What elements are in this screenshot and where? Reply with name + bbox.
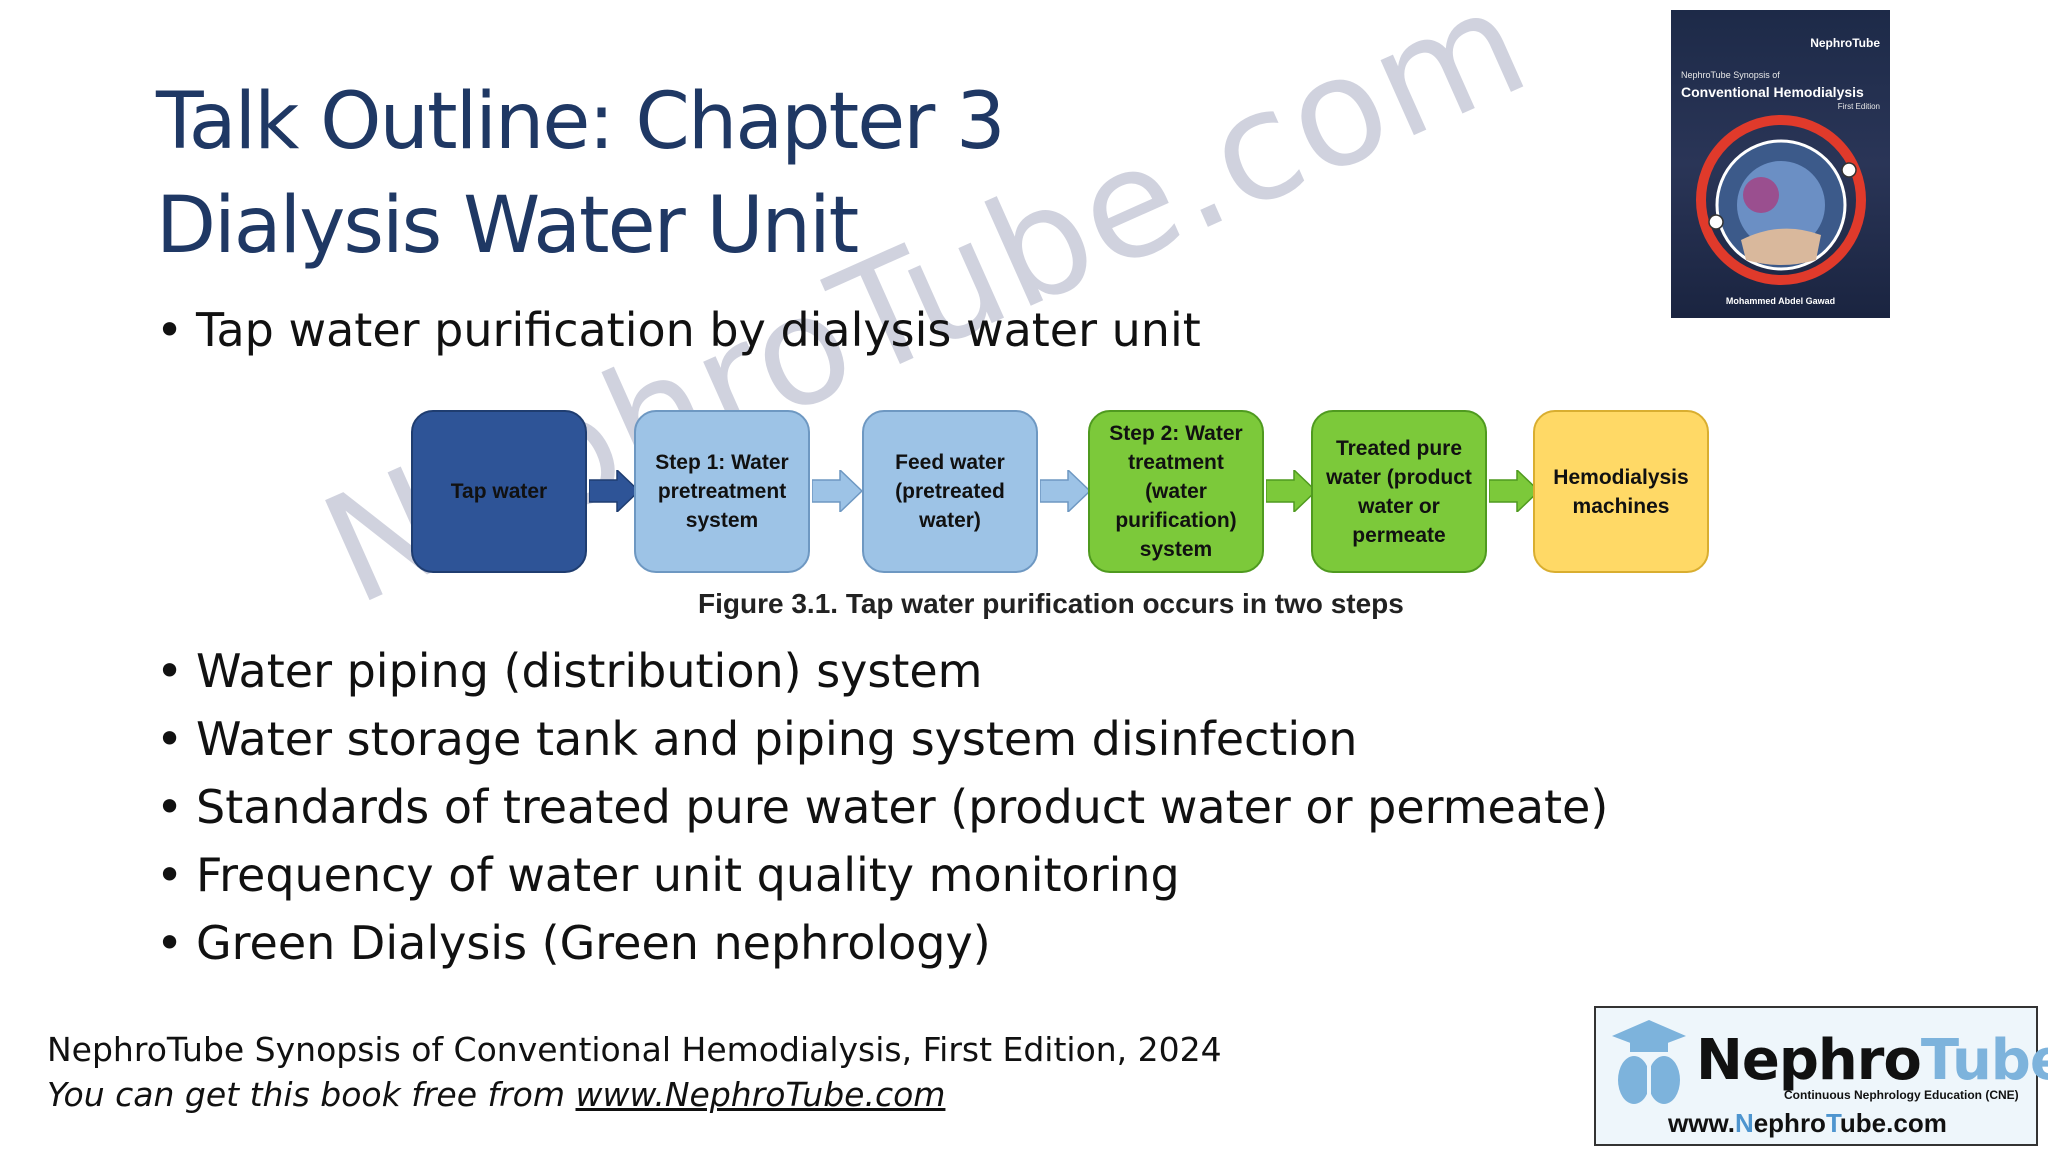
bullet-item: •Water piping (distribution) system — [156, 644, 983, 698]
bullet-text: Water storage tank and piping system dis… — [196, 712, 1358, 766]
flow-box-tap-water: Tap water — [411, 410, 587, 573]
cover-illustration-icon — [1696, 115, 1866, 285]
cover-series: NephroTube Synopsis of — [1681, 70, 1780, 80]
logo-wordmark: NephroTube — [1696, 1028, 2048, 1093]
bullet-item: •Frequency of water unit quality monitor… — [156, 848, 1180, 902]
url-part: ube.com — [1839, 1108, 1947, 1138]
flow-box-feed-water: Feed water (pretreated water) — [862, 410, 1038, 573]
bullet-dot: • — [156, 303, 184, 357]
flow-arrow-icon — [1266, 470, 1316, 512]
flow-box-label: Tap water — [450, 480, 548, 503]
cover-brand: NephroTube — [1810, 36, 1880, 50]
bullet-text: Water piping (distribution) system — [196, 644, 983, 698]
slide-title: Talk Outline: Chapter 3 Dialysis Water U… — [156, 70, 1456, 278]
url-part: T — [1825, 1108, 1840, 1138]
cover-author: Mohammed Abdel Gawad — [1725, 296, 1836, 306]
footer-availability-text: You can get this book free from — [47, 1075, 576, 1114]
figure-caption: Figure 3.1. Tap water purification occur… — [698, 588, 1404, 619]
book-cover-image: NephroTube NephroTube Synopsis of Conven… — [1671, 10, 1890, 318]
url-part: www. — [1668, 1108, 1735, 1138]
bullet-item: •Standards of treated pure water (produc… — [156, 780, 1608, 834]
flow-box-label: Treated pure water (product water or per… — [1326, 436, 1472, 547]
bullet-text: Standards of treated pure water (product… — [196, 780, 1609, 834]
kidney-graduation-cap-icon — [1612, 1020, 1686, 1104]
flow-box-treated-water: Treated pure water (product water or per… — [1311, 410, 1487, 573]
logo-tagline: Continuous Nephrology Education (CNE) — [1784, 1088, 2019, 1102]
flow-arrow-icon — [1040, 470, 1090, 512]
flow-box-label: Step 1: Water pretreatment system — [655, 451, 789, 532]
flow-box-label: Feed water (pretreated water) — [895, 451, 1005, 532]
bullet-dot: • — [156, 712, 184, 766]
bullet-dot: • — [156, 780, 184, 834]
logo-word-part: Nephro — [1696, 1028, 1922, 1093]
bullet-text: Green Dialysis (Green nephrology) — [196, 916, 991, 970]
bullet-item: •Water storage tank and piping system di… — [156, 712, 1357, 766]
bullet-dot: • — [156, 848, 184, 902]
cover-title: Conventional Hemodialysis — [1681, 84, 1864, 100]
title-line-1: Talk Outline: Chapter 3 — [156, 77, 1006, 167]
bullet-text: Frequency of water unit quality monitori… — [196, 848, 1180, 902]
flow-box-label: Step 2: Water treatment (water purificat… — [1109, 422, 1243, 561]
bullet-item: •Tap water purification by dialysis wate… — [156, 303, 1201, 357]
flow-box-step2: Step 2: Water treatment (water purificat… — [1088, 410, 1264, 573]
flow-arrow-icon — [812, 470, 862, 512]
bullet-item: •Green Dialysis (Green nephrology) — [156, 916, 991, 970]
flow-box-step1: Step 1: Water pretreatment system — [634, 410, 810, 573]
flow-arrow-icon — [589, 470, 639, 512]
footer-availability: You can get this book free from www.Neph… — [47, 1075, 945, 1114]
footer-citation: NephroTube Synopsis of Conventional Hemo… — [47, 1030, 1222, 1069]
bullet-dot: • — [156, 916, 184, 970]
logo-word-part: Tube — [1920, 1028, 2048, 1093]
logo-url: www.NephroTube.com — [1668, 1108, 1947, 1139]
flow-arrow-icon — [1489, 470, 1539, 512]
footer-link[interactable]: www.NephroTube.com — [575, 1075, 946, 1114]
nephrotube-logo[interactable]: NephroTube Continuous Nephrology Educati… — [1594, 1006, 2048, 1146]
cover-edition: First Edition — [1837, 102, 1880, 111]
bullet-dot: • — [156, 644, 184, 698]
flow-box-label: Hemodialysis machines — [1553, 465, 1689, 518]
url-part: ephro — [1753, 1108, 1826, 1138]
title-line-2: Dialysis Water Unit — [156, 181, 859, 271]
url-part: N — [1734, 1108, 1754, 1138]
bullet-text: Tap water purification by dialysis water… — [196, 303, 1201, 357]
flow-box-hemodialysis: Hemodialysis machines — [1533, 410, 1709, 573]
